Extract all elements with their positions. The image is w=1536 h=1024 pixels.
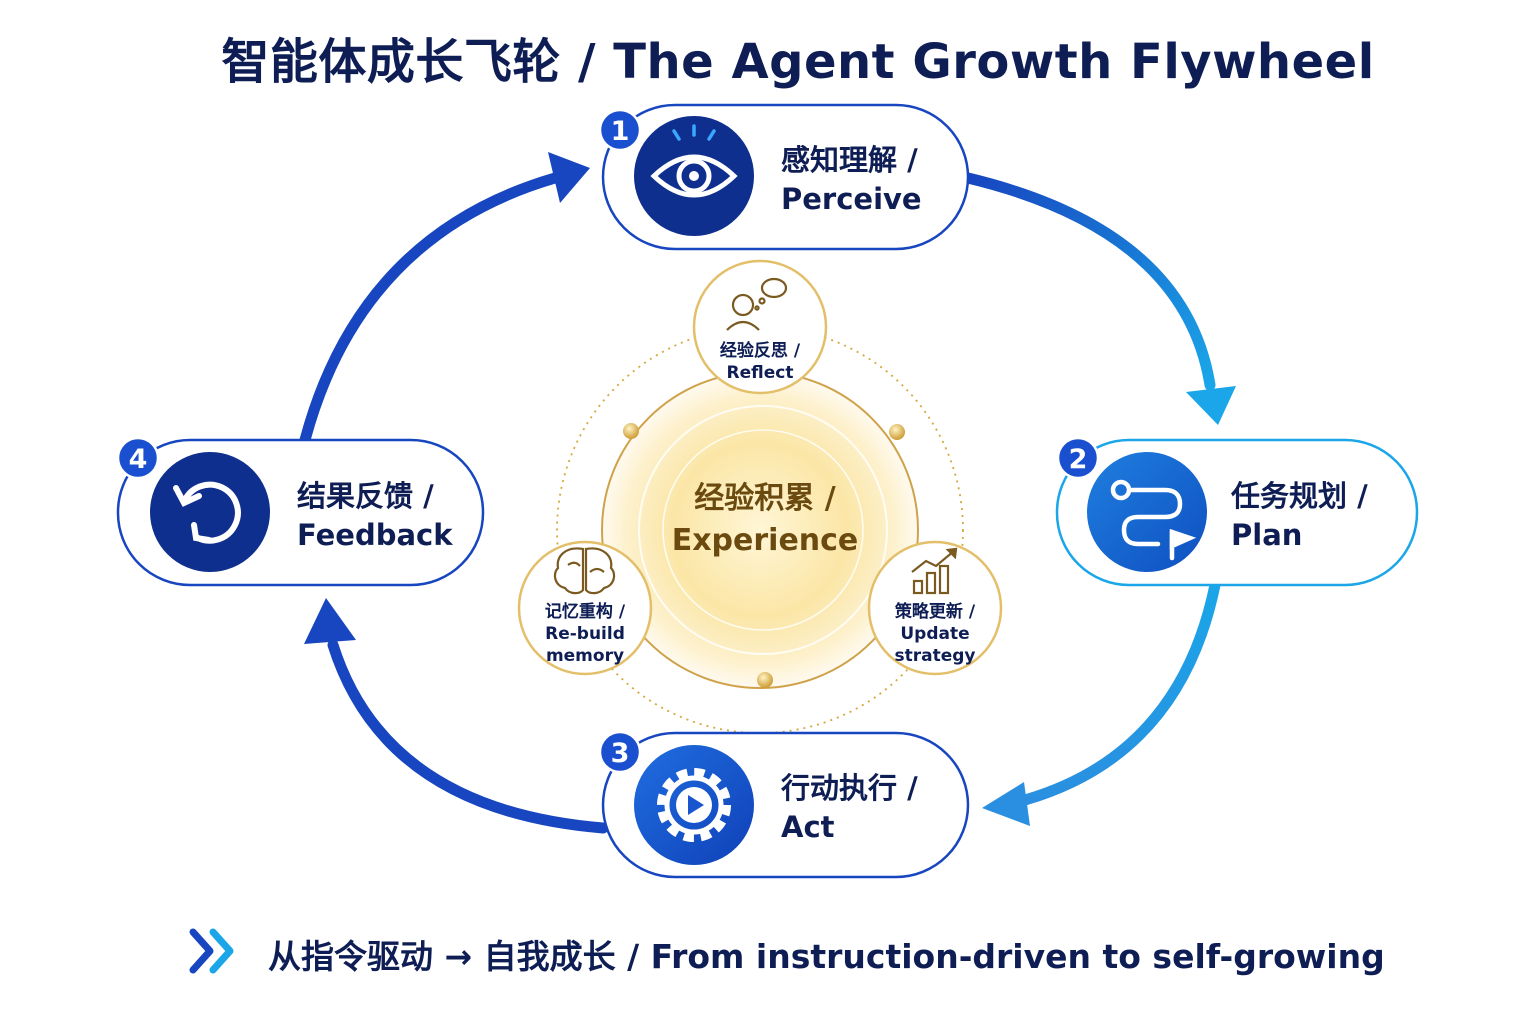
stage-pill-perceive: 1 bbox=[598, 103, 970, 251]
hub-node-dot bbox=[623, 423, 639, 439]
stage-label-cn: 任务规划 / bbox=[1231, 479, 1368, 513]
satellite-update-strategy bbox=[867, 540, 1003, 676]
stage-number-badge: 2 bbox=[1069, 444, 1088, 475]
stage-label-perceive: 感知理解 / Perceive bbox=[781, 141, 922, 219]
stage-label-en: Feedback bbox=[297, 518, 453, 552]
stage-label-act: 行动执行 / Act bbox=[781, 769, 918, 847]
hub-node-dot bbox=[889, 424, 905, 440]
flow-arrow-perceive-to-plan bbox=[962, 172, 1236, 425]
gear-play-icon bbox=[657, 768, 731, 842]
stage-label-cn: 行动执行 / bbox=[781, 771, 918, 805]
stage-label-en: Perceive bbox=[781, 182, 922, 216]
stage-pill-plan: 2 bbox=[1055, 436, 1419, 587]
experience-hub bbox=[556, 326, 964, 734]
brain-icon bbox=[553, 547, 616, 595]
satellite-label-en: memory bbox=[545, 646, 625, 666]
satellite-label-update-strategy: 策略更新 / Update strategy bbox=[872, 601, 998, 667]
stage-label-cn: 结果反馈 / bbox=[297, 479, 434, 513]
tagline: 从指令驱动 → 自我成长 / From instruction-driven t… bbox=[268, 937, 1385, 976]
satellite-label-en: Re-build bbox=[545, 624, 625, 644]
growth-chart-icon bbox=[911, 547, 958, 595]
satellite-label-cn: 策略更新 / bbox=[894, 602, 976, 622]
refresh-icon bbox=[173, 481, 241, 544]
satellite-label-reflect: 经验反思 / Reflect bbox=[700, 340, 820, 384]
flow-arrow-act-to-feedback bbox=[304, 598, 609, 834]
eye-icon bbox=[650, 124, 738, 198]
route-flag-icon bbox=[1110, 479, 1197, 561]
satellite-rebuild-memory bbox=[517, 540, 653, 676]
hub-node-dot bbox=[757, 672, 773, 688]
satellite-label-en: Reflect bbox=[726, 363, 794, 383]
satellite-label-cn: 经验反思 / bbox=[719, 341, 801, 361]
center-label: 经验积累 / Experience bbox=[630, 478, 900, 562]
satellite-label-en: strategy bbox=[894, 646, 976, 666]
stage-number-badge: 4 bbox=[129, 444, 148, 475]
page-title: 智能体成长飞轮 / The Agent Growth Flywheel bbox=[221, 34, 1375, 90]
stage-number-badge: 3 bbox=[611, 738, 630, 769]
stage-label-en: Plan bbox=[1231, 518, 1303, 552]
center-label-cn: 经验积累 / bbox=[694, 481, 836, 516]
stage-label-feedback: 结果反馈 / Feedback bbox=[297, 477, 453, 555]
satellite-label-rebuild-memory: 记忆重构 / Re-build memory bbox=[522, 601, 648, 667]
stage-label-plan: 任务规划 / Plan bbox=[1231, 477, 1368, 555]
satellite-label-cn: 记忆重构 / bbox=[544, 602, 626, 622]
flow-arrow-plan-to-act bbox=[982, 579, 1221, 826]
satellite-reflect bbox=[692, 259, 828, 395]
stage-label-cn: 感知理解 / bbox=[781, 143, 918, 177]
satellite-label-en: Update bbox=[900, 624, 970, 644]
stage-label-en: Act bbox=[781, 810, 835, 844]
flow-arrow-feedback-to-perceive bbox=[299, 152, 590, 446]
stage-pill-feedback: 4 bbox=[116, 436, 485, 587]
center-label-en: Experience bbox=[671, 523, 859, 558]
stage-pill-act: 3 bbox=[598, 730, 970, 879]
double-chevron-right-icon bbox=[189, 928, 234, 974]
stage-number-badge: 1 bbox=[611, 116, 630, 147]
thinking-person-icon bbox=[726, 277, 788, 331]
